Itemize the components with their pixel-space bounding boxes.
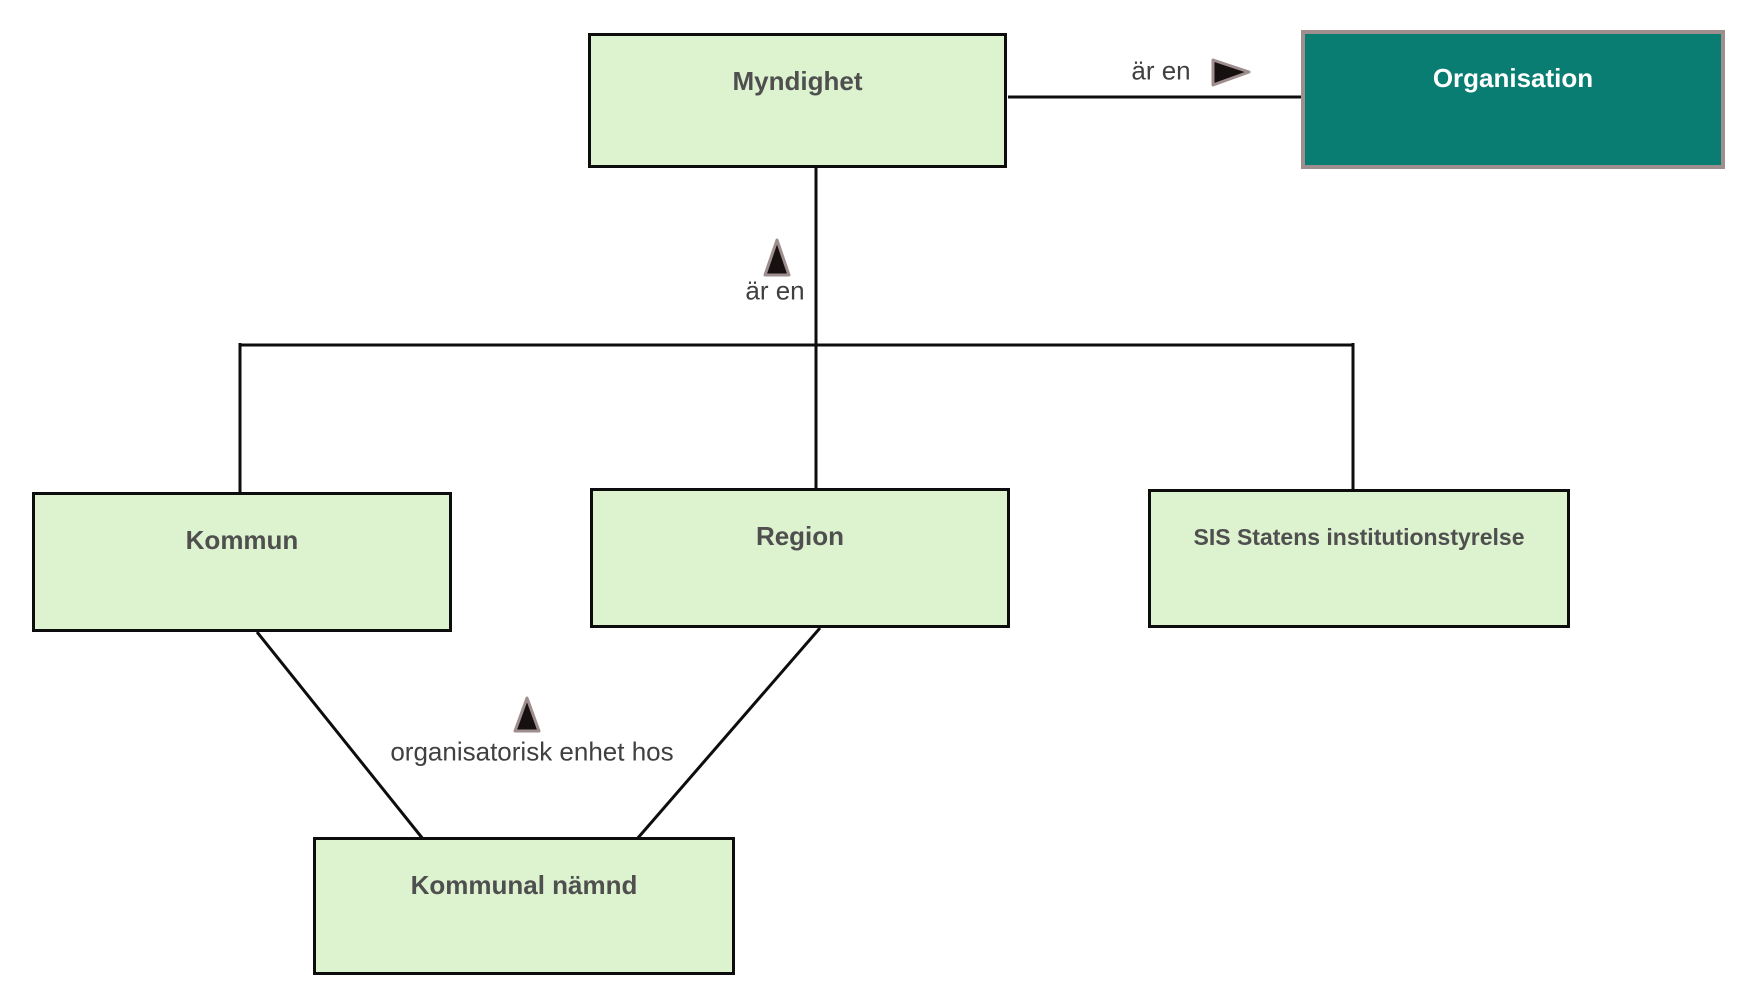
arrowhead-up-icon	[763, 238, 791, 277]
node-label: Region	[755, 521, 845, 551]
node-label: Organisation	[1432, 63, 1594, 93]
edge-label-ar-en-organisation: är en	[1131, 55, 1191, 86]
node-region: Region	[590, 488, 1010, 628]
node-label: Kommunal nämnd	[410, 870, 638, 900]
edge-label-ar-en-myndighet: är en	[745, 275, 805, 306]
node-kommunal-namnd: Kommunal nämnd	[313, 837, 735, 975]
node-myndighet: Myndighet	[588, 33, 1007, 168]
edge-kommunalnamnd-region	[635, 627, 822, 840]
node-kommun: Kommun	[32, 492, 452, 632]
edge-label-organisatorisk-enhet-hos: organisatorisk enhet hos	[390, 736, 674, 767]
node-organisation: Organisation	[1301, 30, 1725, 169]
arrowhead-up-icon	[513, 696, 541, 733]
edge-kommunalnamnd-kommun	[255, 631, 425, 840]
node-label: Kommun	[185, 525, 299, 555]
node-label: SIS Statens institutionstyrelse	[1193, 524, 1525, 550]
arrowhead-right-icon	[1211, 58, 1251, 87]
node-label: Myndighet	[732, 66, 863, 96]
node-sis-statens-institutionstyrelse: SIS Statens institutionstyrelse	[1148, 489, 1570, 628]
